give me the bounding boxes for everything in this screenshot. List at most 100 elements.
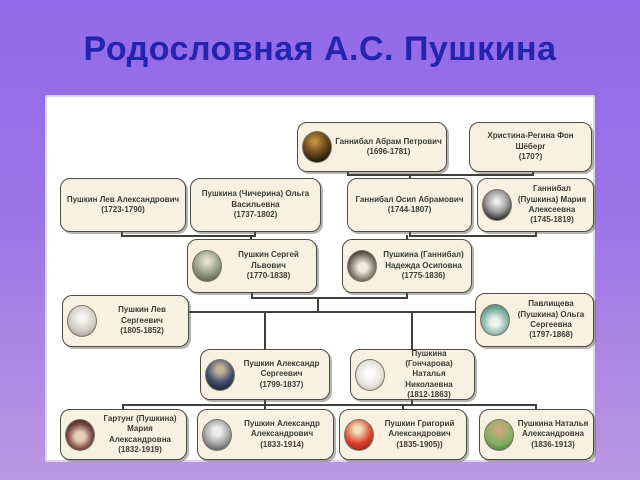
- person-name: Пушкина (Чичерина) Ольга Васильевна: [201, 189, 310, 209]
- person-info: Пушкин Александр Александрович (1833-191…: [235, 419, 329, 450]
- connector-line: [121, 232, 123, 237]
- person-name: Пушкин Александр Александрович: [244, 418, 320, 439]
- portrait-image: [347, 250, 377, 282]
- node-pushkina-olga-vasilievna: Пушкина (Чичерина) Ольга Васильевна (173…: [190, 178, 321, 232]
- person-name: Пушкина (Ганнибал) Надежда Осиповна: [383, 250, 464, 270]
- person-dates: (1744-1807): [387, 205, 432, 214]
- person-dates: (1836-1913): [531, 439, 575, 449]
- person-dates: (1812-1863): [407, 390, 451, 400]
- person-info: Пушкина (Чичерина) Ольга Васильевна (173…: [195, 189, 316, 220]
- connector-line: [411, 400, 413, 406]
- portrait-image: [202, 418, 232, 451]
- person-name: Ганнибал Осип Абрамович: [355, 194, 464, 204]
- connector-line: [317, 297, 319, 312]
- connector-line: [402, 404, 404, 410]
- person-name: Пушкин Александр Сергеевич: [243, 358, 320, 379]
- person-info: Ганнибал Осип Абрамович (1744-1807): [352, 195, 467, 216]
- connector-line: [409, 235, 537, 237]
- connector-line: [189, 311, 475, 313]
- person-dates: (1723-1790): [101, 205, 145, 214]
- portrait-image: [484, 418, 514, 451]
- person-info: Пушкин Лев Сергеевич (1805-1852): [100, 305, 184, 336]
- person-info: Павлищева (Пушкина) Ольга Сергеевна (179…: [513, 299, 589, 341]
- connector-line: [122, 404, 537, 406]
- connector-line: [535, 232, 537, 237]
- connector-line: [264, 311, 266, 349]
- person-name: Ганнибал (Пушкина) Мария Алексеевна: [517, 184, 587, 214]
- portrait-image: [302, 131, 332, 163]
- person-dates: (1832-1919): [118, 444, 162, 454]
- person-info: Ганнибал (Пушкина) Мария Алексеевна (174…: [515, 184, 589, 226]
- person-name: Павлищева (Пушкина) Ольга Сергеевна: [517, 299, 585, 329]
- node-pushkin-sergey-lvovich: Пушкин Сергей Львович (1770-1838): [187, 239, 317, 293]
- person-info: Пушкин Лев Александрович (1723-1790): [65, 195, 181, 216]
- connector-line: [409, 232, 411, 237]
- node-pushkin-grigoriy-aleksandrovich: Пушкин Григорий Александрович (1835-1905…: [339, 409, 467, 460]
- portrait-image: [205, 358, 235, 391]
- person-dates: (1770-1838): [246, 271, 291, 281]
- person-info: Гартунг (Пушкина) Мария Александровна (1…: [98, 414, 182, 456]
- person-dates: (1833-1914): [260, 439, 304, 449]
- connector-line: [122, 404, 124, 410]
- portrait-image: [480, 304, 510, 336]
- connector-line: [409, 174, 411, 179]
- node-pushkin-lev-sergeevich: Пушкин Лев Сергеевич (1805-1852): [62, 295, 189, 347]
- person-name: Пушкин Сергей Львович: [238, 250, 299, 270]
- node-gannibal-maria-alekseevna: Ганнибал (Пушкина) Мария Алексеевна (174…: [477, 178, 594, 232]
- person-dates: (1696-1781): [366, 147, 411, 156]
- person-info: Пушкина (Ганнибал) Надежда Осиповна (177…: [380, 250, 467, 281]
- person-dates: (1805-1852): [120, 326, 164, 336]
- connector-line: [264, 400, 266, 406]
- family-tree-panel: Ганнибал Абрам Петрович (1696-1781) Хрис…: [45, 95, 595, 462]
- node-pushkina-nadezhda-osipovna: Пушкина (Ганнибал) Надежда Осиповна (177…: [342, 239, 472, 293]
- person-info: Ганнибал Абрам Петрович (1696-1781): [335, 137, 442, 158]
- connector-line: [406, 235, 408, 240]
- connector-line: [347, 174, 534, 176]
- node-pushkin-lev-aleksandrovich: Пушкин Лев Александрович (1723-1790): [60, 178, 186, 232]
- person-name: Христина-Регина Фон Шёберг: [487, 131, 574, 151]
- node-khristina-regina-fon-sheberg: Христина-Регина Фон Шёберг (170?): [469, 122, 592, 172]
- portrait-image: [482, 189, 512, 221]
- connector-line: [264, 404, 266, 410]
- portrait-image: [355, 358, 385, 391]
- person-info: Пушкин Сергей Львович (1770-1838): [225, 250, 312, 281]
- person-dates: (170?): [518, 152, 543, 162]
- person-name: Пушкин Лев Сергеевич: [118, 305, 166, 325]
- node-pushkin-aleksandr-aleksandrovich: Пушкин Александр Александрович (1833-191…: [197, 409, 334, 460]
- connector-line: [411, 311, 413, 349]
- page-title: Родословная А.С. Пушкина: [83, 30, 557, 68]
- person-dates: (1799-1837): [259, 379, 304, 389]
- node-gannibal-abram-petrovich: Ганнибал Абрам Петрович (1696-1781): [297, 122, 447, 172]
- node-pushkin-aleksandr-sergeevich: Пушкин Александр Сергеевич (1799-1837): [200, 349, 330, 400]
- connector-line: [254, 232, 256, 237]
- connector-line: [250, 235, 252, 240]
- node-pavlishcheva-olga-sergeevna: Павлищева (Пушкина) Ольга Сергеевна (179…: [475, 293, 594, 347]
- person-name: Ганнибал Абрам Петрович: [335, 136, 442, 146]
- connector-line: [121, 235, 256, 237]
- person-name: Пушкин Григорий Александрович: [384, 418, 455, 439]
- connector-line: [251, 293, 253, 299]
- node-gartung-maria-aleksandrovna: Гартунг (Пушкина) Мария Александровна (1…: [60, 409, 187, 460]
- person-info: Пушкина Наталья Александровна (1836-1913…: [517, 419, 589, 450]
- person-name: Гартунг (Пушкина) Мария Александровна: [103, 413, 177, 444]
- portrait-image: [344, 418, 374, 451]
- person-info: Пушкин Григорий Александрович (1835-1905…: [377, 419, 462, 450]
- person-dates: (1737-1802): [233, 210, 278, 220]
- node-pushkina-natalya-aleksandrovna: Пушкина Наталья Александровна (1836-1913…: [479, 409, 594, 460]
- person-info: Христина-Регина Фон Шёберг (170?): [474, 131, 587, 162]
- person-dates: (1745-1819): [530, 215, 574, 225]
- node-pushkina-natalya-nikolaevna: Пушкина (Гончарова) Наталья Николаевна (…: [350, 349, 475, 400]
- person-dates: (1797-1868): [529, 330, 573, 340]
- person-name: Пушкин Лев Александрович: [66, 194, 180, 204]
- connector-line: [251, 297, 408, 299]
- node-gannibal-osip-abramovich: Ганнибал Осип Абрамович (1744-1807): [347, 178, 472, 232]
- person-info: Пушкина (Гончарова) Наталья Николаевна (…: [388, 349, 470, 401]
- portrait-image: [192, 250, 222, 282]
- person-name: Пушкина (Гончарова) Наталья Николаевна: [405, 348, 453, 389]
- portrait-image: [67, 305, 97, 337]
- person-dates: (1835-1905)): [396, 439, 443, 449]
- connector-line: [535, 404, 537, 410]
- person-dates: (1775-1836): [401, 271, 446, 281]
- person-info: Пушкин Александр Сергеевич (1799-1837): [238, 359, 325, 390]
- connector-line: [406, 293, 408, 299]
